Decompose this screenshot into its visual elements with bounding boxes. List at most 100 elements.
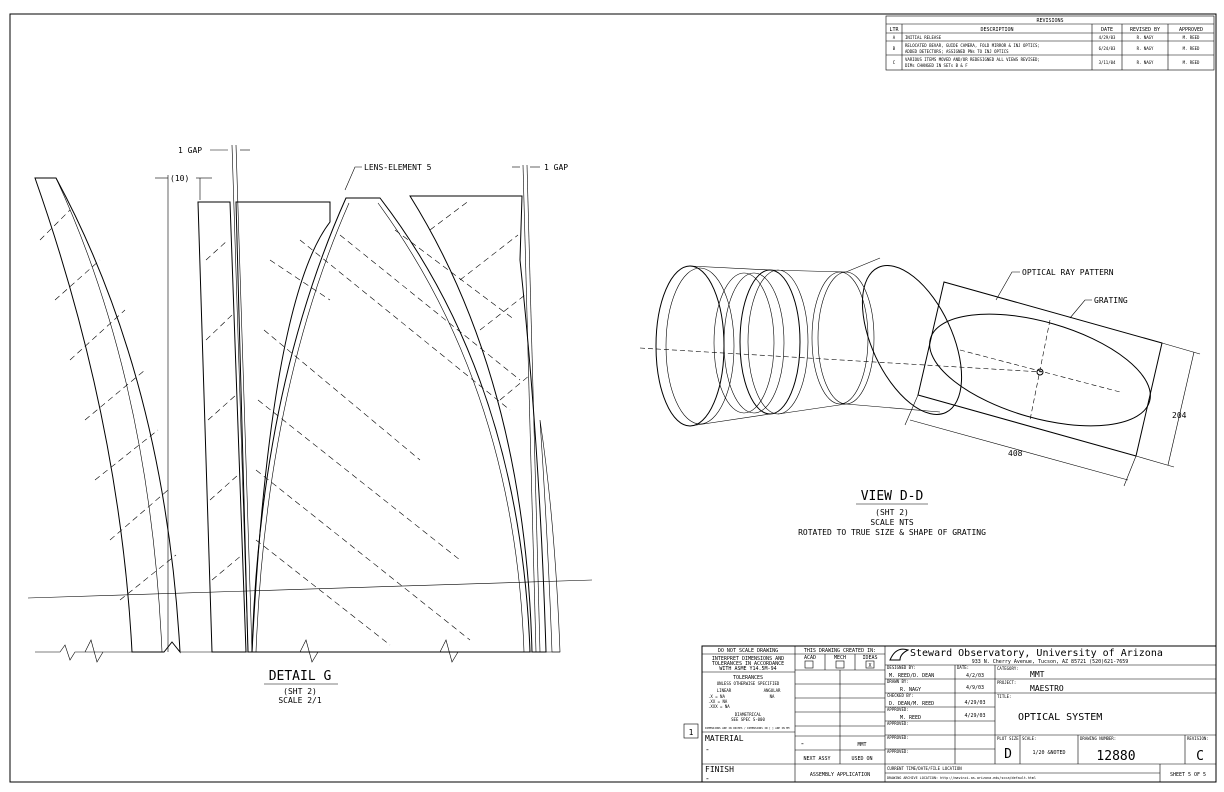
- rev-row-desc-line2: DIMs CHANGED IN SETs B & F: [905, 63, 968, 68]
- tolerances-label: TOLERANCES: [733, 675, 763, 681]
- org-address: 933 N. Cherry Avenue, Tucson, AZ 85721 (…: [972, 659, 1129, 665]
- view-dd-note: ROTATED TO TRUE SIZE & SHAPE OF GRATING: [798, 528, 986, 537]
- approved-label-2: APPROVED:: [887, 721, 909, 726]
- scale-value: 1/20 &NOTED: [1032, 750, 1065, 756]
- designed-date: 4/2/03: [966, 673, 984, 679]
- used-on-label: USED ON: [851, 756, 872, 762]
- rev-header-revised-by: REVISED BY: [1130, 27, 1160, 33]
- used-on-value: MMT: [857, 742, 866, 748]
- interpret-line3: WITH ASME Y14.5M-94: [719, 666, 776, 672]
- view-dd-dim-height: 204: [1172, 411, 1187, 420]
- view-dd-drawing: OPTICAL RAY PATTERN GRATING 408 204 VIEW…: [639, 257, 1201, 537]
- plot-size-value: D: [1004, 747, 1012, 762]
- drawing-number-label: DRAWING NUMBER:: [1080, 736, 1116, 741]
- rev-row-ltr: A: [893, 35, 896, 40]
- do-not-scale-label: DO NOT SCALE DRAWING: [718, 648, 778, 654]
- view-dd-grating-label: GRATING: [1094, 296, 1128, 305]
- detail-g-gap-left-label: 1 GAP: [178, 146, 202, 155]
- rev-row-approved: M. REED: [1183, 46, 1200, 51]
- assembly-application-label: ASSEMBLY APPLICATION: [810, 772, 870, 778]
- date-label: DATE:: [957, 665, 969, 670]
- rev-row-date: 6/24/03: [1099, 46, 1116, 51]
- category-value: MMT: [1030, 670, 1045, 679]
- drawing-number: 12880: [1096, 749, 1135, 764]
- designed-by-label: DESIGNED BY:: [887, 665, 916, 670]
- drawn-by-label: DRAWN BY:: [887, 679, 909, 684]
- checked-date: 4/29/03: [964, 700, 985, 706]
- drawn-by: R. NAGY: [900, 687, 921, 693]
- rev-row-desc: VARIOUS ITEMS MOVED AND/OR REDESIGNED AL…: [905, 57, 1040, 62]
- acad-label: ACAD: [804, 655, 816, 661]
- scale-label: SCALE:: [1022, 736, 1036, 741]
- view-dd-ray-pattern-label: OPTICAL RAY PATTERN: [1022, 268, 1114, 277]
- rev-header-date: DATE: [1101, 27, 1113, 33]
- view-dd-scale: SCALE NTS: [870, 518, 914, 527]
- finish-value: -: [705, 774, 710, 783]
- created-in-label: THIS DRAWING CREATED IN:: [804, 648, 876, 654]
- drawn-date: 4/9/03: [966, 685, 984, 691]
- revision-label: REVISION:: [1187, 736, 1209, 741]
- rev-row-desc: INITIAL RELEASE: [905, 35, 942, 40]
- rev-row-desc: RELOCATED BEVAR, GUIDE CAMERA, FOLD MIRR…: [905, 43, 1040, 48]
- rev-row-by: R. NAGY: [1137, 60, 1154, 65]
- title-label: TITLE:: [997, 694, 1011, 699]
- project-value: MAESTRO: [1030, 684, 1064, 693]
- steward-observatory-logo: [889, 648, 910, 661]
- unless-specified-label: UNLESS OTHERWISE SPECIFIED: [717, 681, 780, 686]
- checked-by: D. DEAN/M. REED: [889, 701, 934, 707]
- mech-label: MECH: [834, 655, 846, 661]
- drawing-title: OPTICAL SYSTEM: [1018, 712, 1102, 723]
- rev-row-date: 4/29/03: [1099, 35, 1116, 40]
- ideas-label: IDEAS: [862, 655, 877, 661]
- rev-row-approved: M. REED: [1183, 60, 1200, 65]
- item-marker: 1: [689, 728, 694, 737]
- current-time-label: CURRENT TIME/DATE/FILE LOCATION: [887, 766, 962, 771]
- rev-row-ltr: B: [893, 46, 896, 51]
- tolerance-xxx: .XXX = NA: [708, 704, 730, 709]
- rev-row-date: 3/11/04: [1099, 60, 1116, 65]
- project-label: PROJECT:: [997, 680, 1016, 685]
- dimensions-note: DIMENSIONS ARE IN INCHES / DIMENSIONS IN…: [705, 726, 790, 730]
- sheet-border: [9, 13, 1217, 783]
- rev-row-ltr: C: [893, 60, 896, 65]
- detail-g-dim-10: (10): [170, 174, 189, 183]
- plot-size-label: PLOT SIZE: [997, 736, 1019, 741]
- detail-g-scale: SCALE 2/1: [278, 696, 322, 705]
- interpret-line1: INTERPRET DIMENSIONS AND: [712, 656, 784, 662]
- interpret-line2: TOLERANCES IN ACCORDANCE: [712, 661, 784, 667]
- next-assy-label: NEXT ASSY: [803, 756, 830, 762]
- item-marker-box: [683, 723, 699, 739]
- designed-by: M. REED/D. DEAN: [889, 673, 934, 679]
- rev-row-by: R. NAGY: [1137, 46, 1154, 51]
- sheet-number: SHEET 5 OF 5: [1170, 772, 1206, 778]
- next-assy-value: -: [800, 739, 805, 748]
- revisions-table: REVISIONS LTR DESCRIPTION DATE REVISED B…: [885, 15, 1215, 71]
- detail-g-lens-label: LENS-ELEMENT 5: [364, 163, 432, 172]
- title-block: DO NOT SCALE DRAWING INTERPRET DIMENSION…: [683, 645, 1217, 783]
- diametrical-label: DIAMETRICAL: [735, 712, 762, 717]
- tolerance-angular: NA: [770, 694, 775, 699]
- tolerance-x: .X = NA: [708, 694, 725, 699]
- material-value: -: [705, 745, 710, 754]
- acad-checkbox: [804, 660, 814, 669]
- view-dd-sheet-ref: (SHT 2): [875, 508, 909, 517]
- see-spec-label: SEE SPEC S-000: [731, 717, 765, 722]
- detail-g-gap-right-label: 1 GAP: [544, 163, 568, 172]
- approved-label-3: APPROVED:: [887, 735, 909, 740]
- ideas-checkbox: [865, 660, 875, 669]
- category-label: CATEGORY:: [997, 666, 1019, 671]
- rev-header-description: DESCRIPTION: [980, 27, 1013, 33]
- approved-label: APPROVED:: [887, 707, 909, 712]
- tolerance-xx: .XX = NA: [708, 699, 728, 704]
- archive-location: DRAWING ARCHIVE LOCATION: http://mavinci…: [887, 776, 1036, 780]
- approved-label-4: APPROVED:: [887, 749, 909, 754]
- ideas-checkbox-mark: X: [868, 663, 871, 669]
- rev-header-approved: APPROVED: [1179, 27, 1203, 33]
- angular-label: ANGULAR: [764, 688, 781, 693]
- approved-date: 4/29/03: [964, 713, 985, 719]
- rev-header-ltr: LTR: [889, 27, 899, 33]
- approved-by: M. REED: [900, 715, 921, 721]
- rev-row-by: R. NAGY: [1137, 35, 1154, 40]
- detail-g-drawing: 1 GAP 1 GAP (10) LENS-ELEMENT 5 DETAIL G…: [27, 144, 593, 705]
